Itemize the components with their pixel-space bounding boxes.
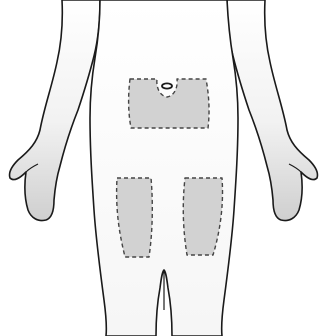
left-thigh-zone[interactable]: [117, 178, 153, 257]
left-arm: [9, 0, 100, 221]
right-arm: [227, 0, 318, 221]
navel-icon: [162, 83, 172, 88]
